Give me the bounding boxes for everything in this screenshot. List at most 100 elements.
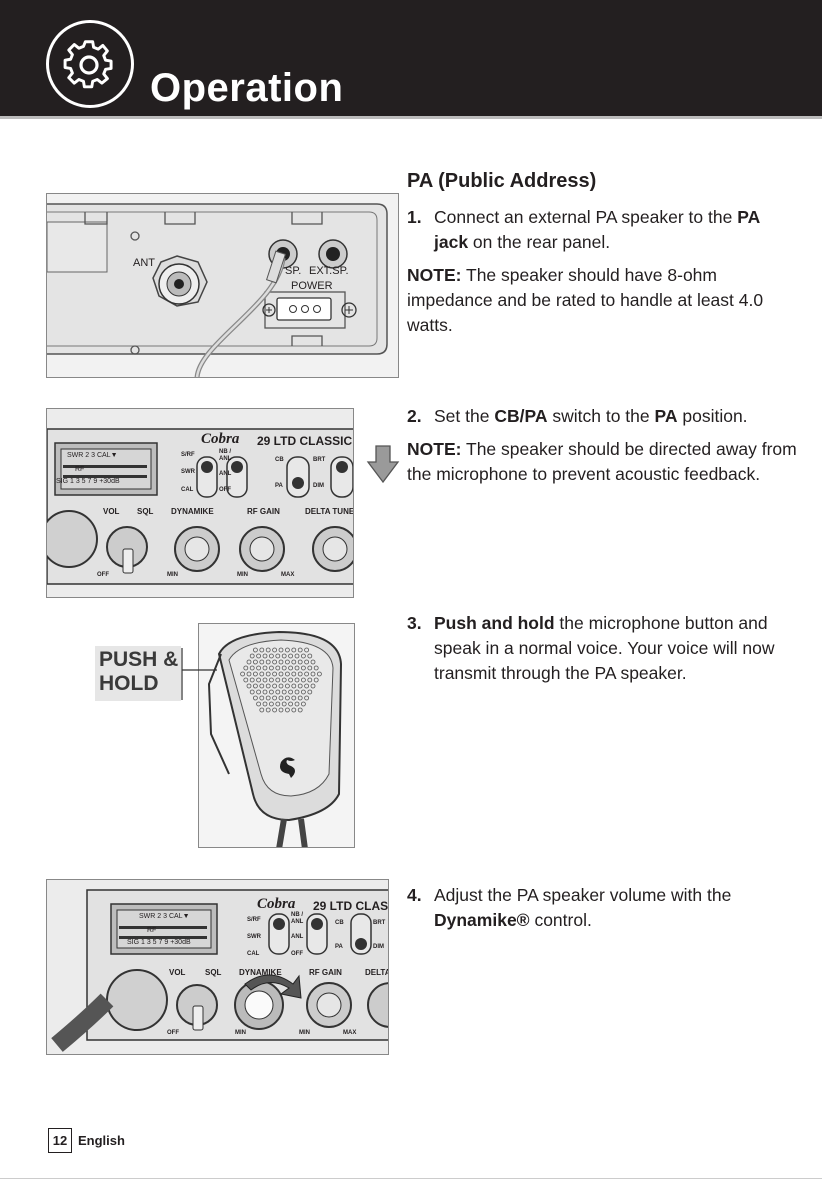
- note-1-label: NOTE:: [407, 265, 462, 285]
- note-1: NOTE: The speaker should have 8-ohm impe…: [407, 263, 797, 338]
- rf-gain-label: RF GAIN: [247, 507, 280, 516]
- step-2-bold-1: CB/PA: [494, 406, 548, 426]
- meter-bottom-label: SIG 1 3 5 7 9 +30dB: [56, 478, 120, 485]
- note-1-text: The speaker should have 8-ohm impedance …: [407, 265, 764, 335]
- swr-label: SWR: [181, 469, 195, 475]
- push-hold-line2: HOLD: [99, 672, 159, 695]
- section-heading: PA (Public Address): [407, 170, 597, 192]
- page-title: Operation: [150, 66, 344, 110]
- rear-panel-figure: ANT SP. EXT.SP. POWER: [46, 193, 399, 378]
- meter-rf-label: RF: [75, 466, 85, 473]
- step-4: 4. Adjust the PA speaker volume with the…: [407, 883, 797, 933]
- step-3: 3. Push and hold the microphone button a…: [407, 611, 797, 686]
- nb-label: NB /: [219, 449, 231, 455]
- ant-label: ANT: [133, 257, 155, 269]
- dynamike-label: DYNAMIKE: [171, 507, 214, 516]
- anl-label-3: ANL: [291, 919, 304, 925]
- step-1-number: 1.: [407, 207, 422, 227]
- step-1-post: on the rear panel.: [468, 232, 611, 252]
- step-4-pre: Adjust the PA speaker volume with the: [434, 885, 732, 905]
- step-1-block: 1. Connect an external PA speaker to the…: [407, 205, 797, 338]
- meter-top-label-2: SWR 2 3 CAL▼: [139, 913, 190, 920]
- step-4-number: 4.: [407, 885, 422, 905]
- dynamike-label-2: DYNAMIKE: [239, 968, 282, 977]
- note-2-label: NOTE:: [407, 439, 462, 459]
- pa-label-2: PA: [335, 944, 343, 950]
- meter-top-label: SWR 2 3 CAL▼: [67, 452, 118, 459]
- off-label-2: OFF: [291, 951, 303, 957]
- anl-label-4: ANL: [291, 934, 304, 940]
- step-4-post: control.: [529, 910, 592, 930]
- swr-label-2: SWR: [247, 934, 261, 940]
- step-2-mid: switch to the: [547, 406, 655, 426]
- anl-label: ANL: [219, 456, 232, 462]
- step-2-block: 2. Set the CB/PA switch to the PA positi…: [407, 404, 797, 487]
- bottom-rule: [0, 1178, 822, 1179]
- ext-sp-label: EXT.SP.: [309, 265, 349, 277]
- vol-label-2: VOL: [169, 968, 186, 977]
- footer-language: English: [78, 1133, 125, 1148]
- cal-label-2: CAL: [247, 951, 260, 957]
- sp-label: SP.: [285, 265, 302, 277]
- srf-label: S/RF: [181, 452, 195, 458]
- radio-front-figure-dynamike: Cobra 29 LTD CLASS SWR 2 3 CAL▼ RF SIG 1…: [46, 879, 389, 1055]
- step-1-pre: Connect an external PA speaker to the: [434, 207, 738, 227]
- cb-label-2: CB: [335, 920, 344, 926]
- step-3-block: 3. Push and hold the microphone button a…: [407, 611, 797, 686]
- step-3-bold: Push and hold: [434, 613, 555, 633]
- step-2-pre: Set the: [434, 406, 495, 426]
- max-label-2: MAX: [343, 1030, 357, 1036]
- rf-gain-label-2: RF GAIN: [309, 968, 342, 977]
- delta-tune-label: DELTA TUNE: [305, 507, 354, 516]
- max-label: MAX: [281, 572, 295, 578]
- cal-label: CAL: [181, 487, 194, 493]
- power-label: POWER: [291, 280, 333, 292]
- brt-label: BRT: [313, 457, 326, 463]
- step-1-bold: PA jack: [434, 207, 760, 252]
- model-label: 29 LTD CLASSIC: [257, 434, 353, 448]
- brand-logo-2: Cobra: [257, 896, 296, 912]
- off-knob-label-2: OFF: [167, 1030, 179, 1036]
- note-2: NOTE: The speaker should be directed awa…: [407, 437, 797, 487]
- push-hold-callout: PUSH & HOLD: [95, 646, 181, 701]
- meter-bottom-label-2: SIG 1 3 5 7 9 +30dB: [127, 939, 191, 946]
- min-label-1: MIN: [167, 572, 178, 578]
- step-2-number: 2.: [407, 406, 422, 426]
- srf-label-2: S/RF: [247, 917, 261, 923]
- step-2-bold-2: PA: [654, 406, 678, 426]
- step-4-block: 4. Adjust the PA speaker volume with the…: [407, 883, 797, 933]
- model-label-2: 29 LTD CLASS: [313, 899, 389, 913]
- microphone-figure: [198, 623, 355, 848]
- nb-label-2: NB /: [291, 912, 303, 918]
- page-number: 12: [48, 1128, 72, 1153]
- off-label: OFF: [219, 487, 231, 493]
- vol-label: VOL: [103, 507, 120, 516]
- step-3-post: the microphone button and speak in a nor…: [434, 613, 775, 683]
- off-knob-label: OFF: [97, 572, 109, 578]
- gear-icon: [46, 20, 134, 108]
- step-3-number: 3.: [407, 613, 422, 633]
- dim-label: DIM: [313, 483, 324, 489]
- min-label-4: MIN: [299, 1030, 310, 1036]
- callout-line: [181, 648, 217, 700]
- dim-label-2: DIM: [373, 944, 384, 950]
- step-4-bold: Dynamike®: [434, 910, 530, 930]
- min-label-2: MIN: [237, 572, 248, 578]
- meter-rf-label-2: RF: [147, 927, 157, 934]
- brand-logo: Cobra: [201, 431, 240, 447]
- radio-front-figure-switch: Cobra 29 LTD CLASSIC SWR 2 3 CAL▼ RF SIG…: [46, 408, 354, 598]
- brt-label-2: BRT: [373, 920, 386, 926]
- anl-label-2: ANL: [219, 471, 232, 477]
- header-bar: Operation: [0, 0, 822, 119]
- step-2-post: position.: [677, 406, 748, 426]
- arrow-down-icon: [366, 445, 400, 484]
- note-2-text: The speaker should be directed away from…: [407, 439, 797, 484]
- sql-label-2: SQL: [205, 968, 222, 977]
- delta-label-2: DELTA: [365, 968, 389, 977]
- push-hold-line1: PUSH &: [99, 648, 179, 671]
- step-1: 1. Connect an external PA speaker to the…: [407, 205, 797, 255]
- min-label-3: MIN: [235, 1030, 246, 1036]
- step-2: 2. Set the CB/PA switch to the PA positi…: [407, 404, 797, 429]
- sql-label: SQL: [137, 507, 154, 516]
- pa-label: PA: [275, 483, 283, 489]
